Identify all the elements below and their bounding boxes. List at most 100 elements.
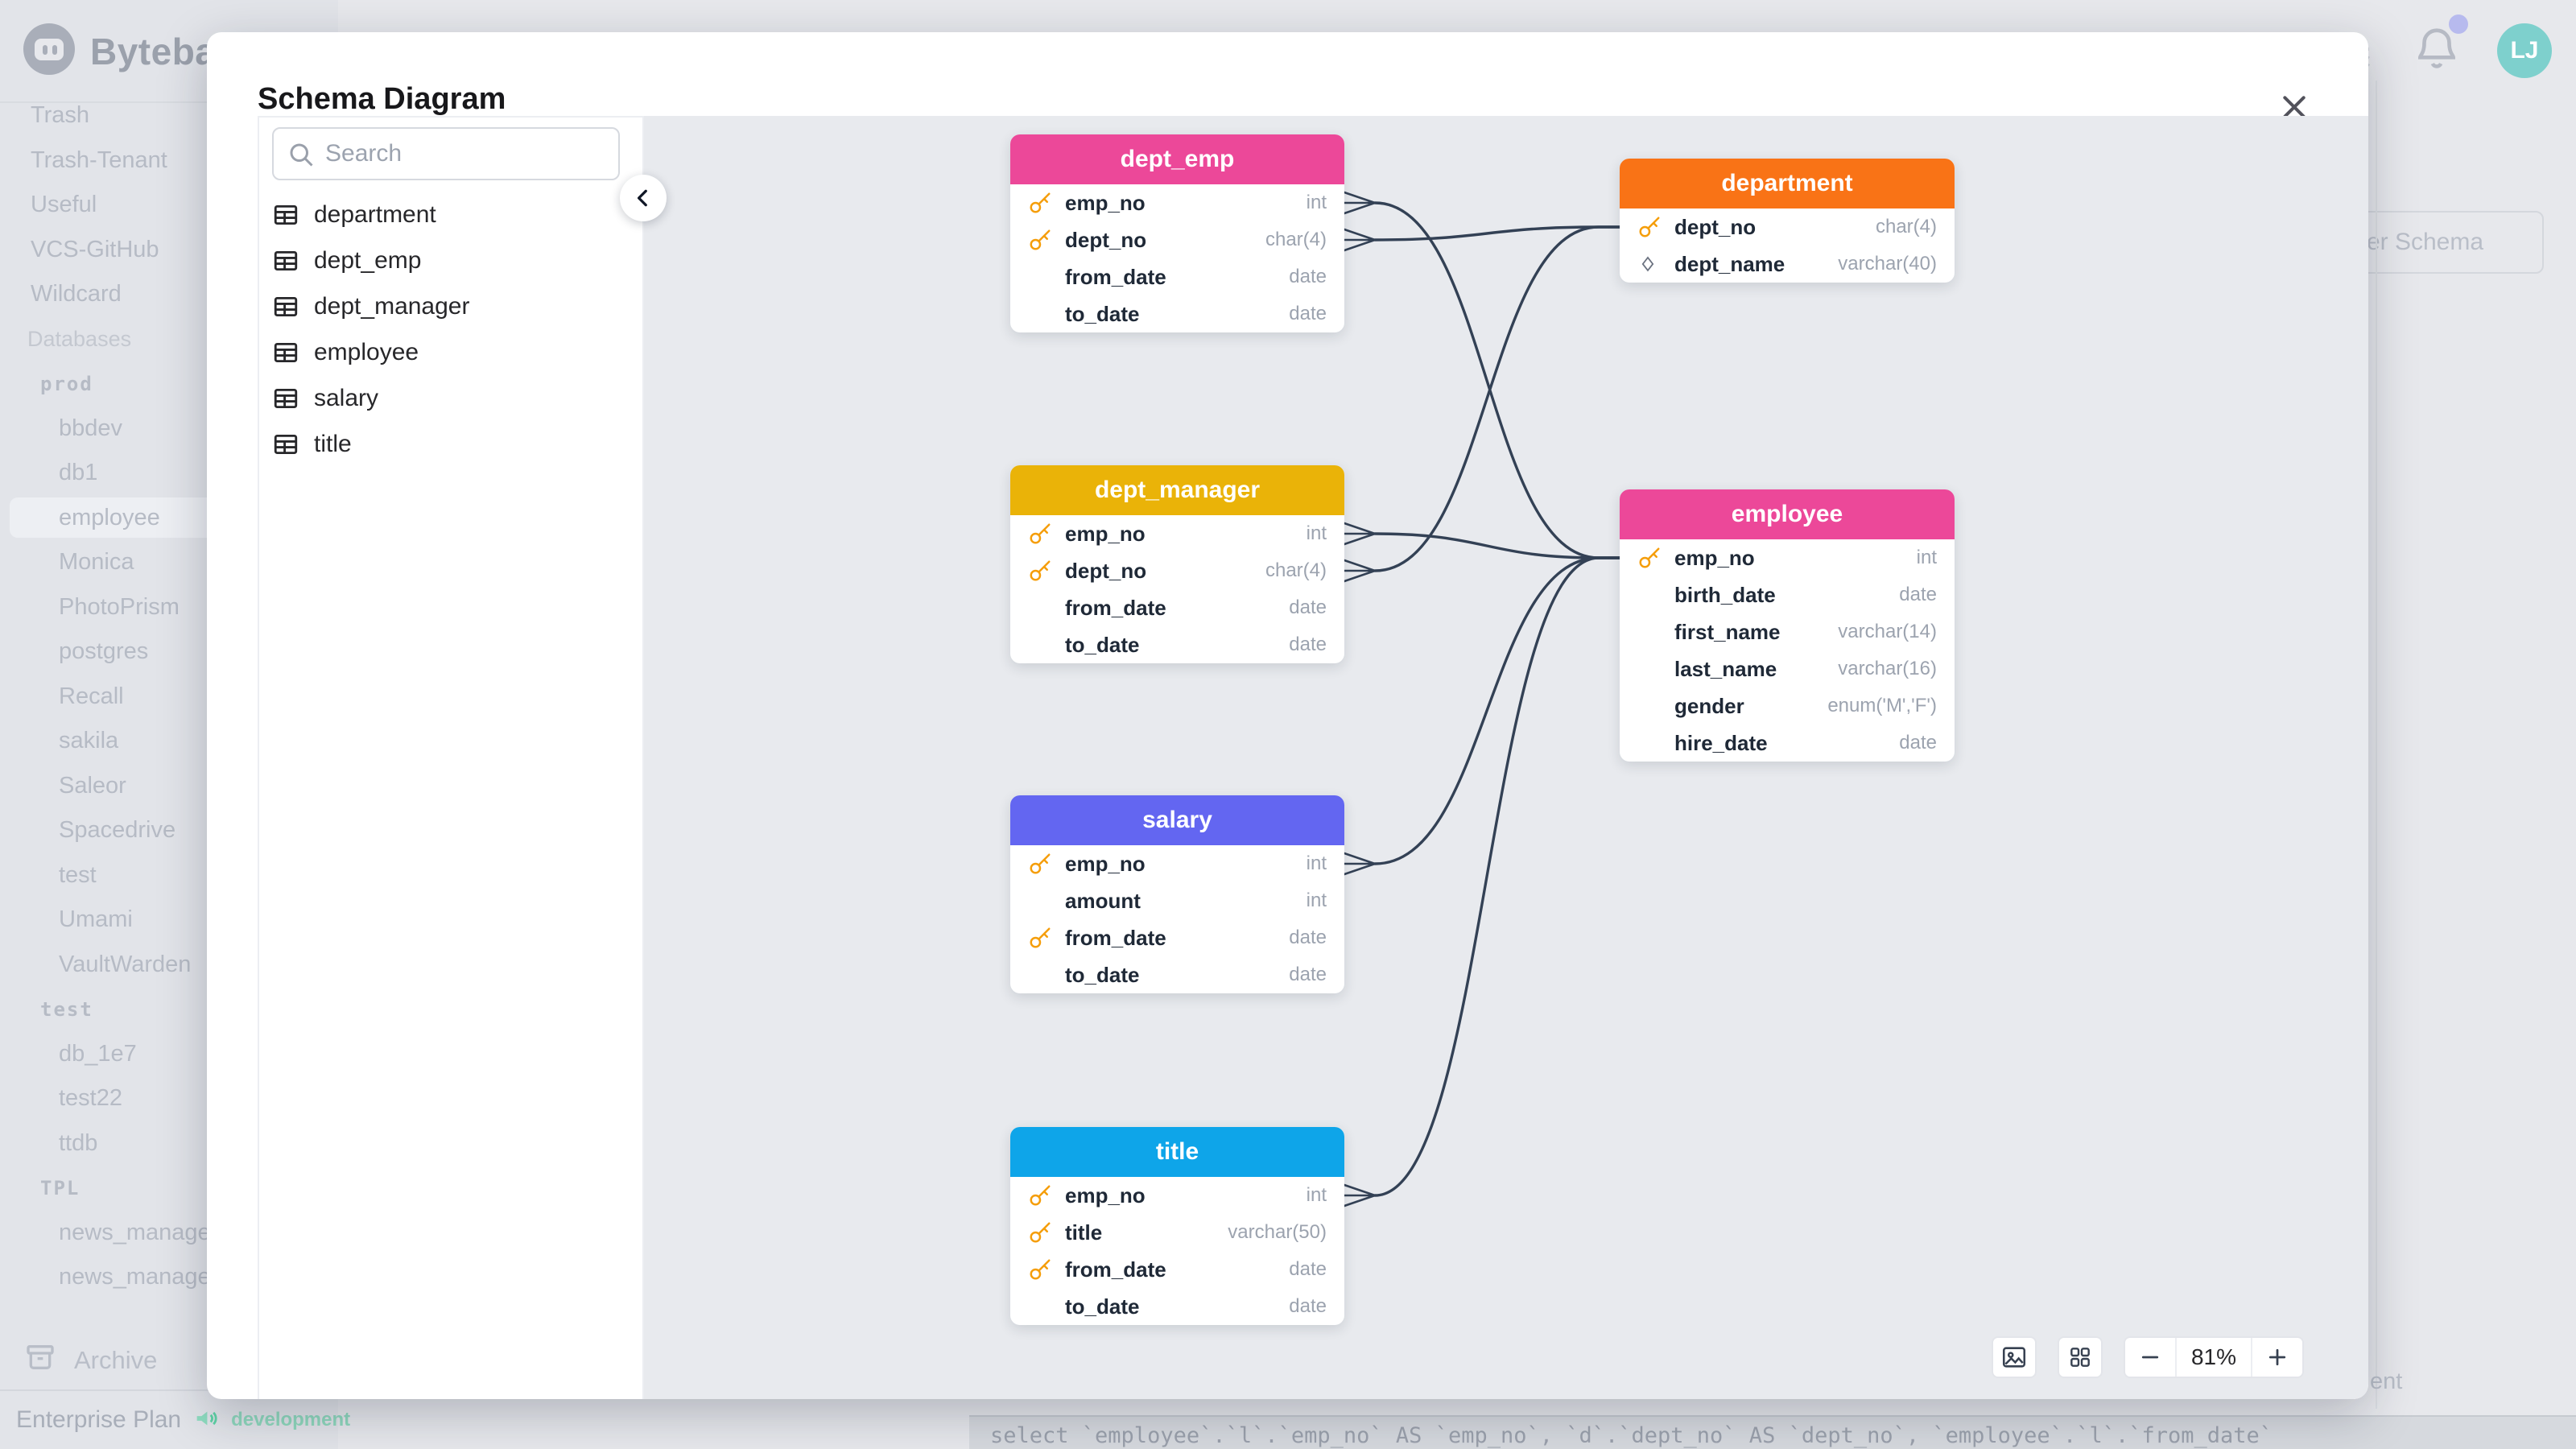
column-type: date [1289, 634, 1327, 655]
column-row-amount: amount int [1010, 882, 1344, 919]
table-list-item-title[interactable]: title [272, 421, 634, 467]
sidebar-item-news-manage[interactable]: news_manage [59, 1219, 211, 1245]
primary-key-icon [1030, 1185, 1051, 1206]
table-card-salary[interactable]: salary emp_no int amount int from_date d… [1010, 795, 1344, 993]
column-name: dept_no [1065, 227, 1147, 252]
column-name: first_name [1674, 619, 1781, 644]
sidebar-item-news-manage[interactable]: news_manage [59, 1264, 211, 1290]
sidebar-item-databases: Databases [27, 326, 132, 351]
sidebar-item-recall[interactable]: Recall [59, 683, 124, 709]
column-type: char(4) [1265, 559, 1327, 581]
sql-editor-bar: select `employee`.`l`.`emp_no` AS `emp_n… [969, 1415, 2576, 1449]
search-icon [287, 140, 316, 173]
column-type: enum('M','F') [1827, 695, 1937, 716]
sidebar-item-trash-tenant[interactable]: Trash-Tenant [31, 147, 167, 173]
column-name: dept_no [1674, 214, 1757, 239]
sidebar-item-archive[interactable]: Archive [24, 1336, 157, 1385]
column-name: title [1065, 1220, 1103, 1245]
column-name: emp_no [1674, 545, 1755, 570]
column-type: char(4) [1875, 216, 1937, 237]
column-name: hire_date [1674, 730, 1768, 755]
primary-key-icon [1030, 229, 1051, 250]
sidebar-item-test22[interactable]: test22 [59, 1085, 122, 1111]
column-type: int [1306, 1184, 1327, 1206]
sidebar-item-umami[interactable]: Umami [59, 906, 133, 932]
column-row-emp_no: emp_no int [1620, 539, 1955, 576]
column-type: date [1899, 732, 1937, 753]
column-name: emp_no [1065, 190, 1146, 215]
sidebar-item-sakila[interactable]: sakila [59, 728, 119, 753]
sidebar-item-ttdb[interactable]: ttdb [59, 1129, 98, 1156]
column-row-from_date: from_date date [1010, 589, 1344, 626]
table-card-title[interactable]: title emp_no int title varchar(50) from_… [1010, 1127, 1344, 1325]
sidebar-item-prod: prod [40, 372, 93, 395]
sidebar-item-employee[interactable]: employee [0, 495, 338, 540]
table-list-item-employee[interactable]: employee [272, 329, 634, 375]
close-icon [2283, 95, 2306, 118]
sidebar-item-monica[interactable]: Monica [59, 549, 134, 575]
table-card-department[interactable]: department dept_no char(4) dept_name var… [1620, 159, 1955, 283]
table-card-title: department [1620, 159, 1955, 208]
sidebar-item-postgres[interactable]: postgres [59, 638, 149, 664]
table-card-dept_emp[interactable]: dept_emp emp_no int dept_no char(4) from… [1010, 134, 1344, 332]
sql-text: select `employee`.`l`.`emp_no` AS `emp_n… [990, 1423, 2273, 1448]
table-icon [274, 388, 298, 408]
sidebar-item-spacedrive[interactable]: Spacedrive [59, 817, 176, 843]
zoom-in-icon [2268, 1348, 2286, 1366]
column-name: dept_no [1065, 558, 1147, 583]
column-row-emp_no: emp_no int [1010, 184, 1344, 221]
bytebase-logo-icon [23, 23, 76, 80]
diagram-canvas[interactable]: 81% dept_emp emp_no int dept_no char(4) … [644, 116, 2368, 1399]
plan-row: Enterprise Plan development [16, 1401, 350, 1439]
column-type: date [1289, 597, 1327, 618]
table-icon [274, 204, 298, 225]
background-text-fragment: ent [2370, 1368, 2403, 1394]
sidebar-item-wildcard[interactable]: Wildcard [31, 281, 122, 307]
layout-grid-icon [2070, 1348, 2090, 1367]
collapse-panel-button[interactable] [620, 175, 667, 221]
sidebar-item-vaultwarden[interactable]: VaultWarden [59, 951, 192, 977]
search-input[interactable] [272, 127, 620, 180]
sidebar-item-saleor[interactable]: Saleor [59, 772, 126, 799]
sidebar-item-photoprism[interactable]: PhotoPrism [59, 593, 180, 620]
column-name: dept_name [1674, 251, 1785, 276]
sidebar-item-vcs-github[interactable]: VCS-GitHub [31, 236, 159, 262]
table-list-item-department[interactable]: department [272, 192, 634, 237]
export-image-button[interactable] [1992, 1336, 2037, 1378]
column-row-emp_no: emp_no int [1010, 1177, 1344, 1214]
column-row-hire_date: hire_date date [1620, 724, 1955, 762]
sidebar-item-bbdev[interactable]: bbdev [59, 415, 123, 441]
column-name: amount [1065, 888, 1141, 913]
primary-key-icon [1030, 1222, 1051, 1243]
sidebar-item-db-1e7[interactable]: db_1e7 [59, 1040, 137, 1067]
zoom-out-button[interactable] [2125, 1338, 2177, 1377]
primary-key-icon [1030, 1259, 1051, 1280]
table-list-item-dept_emp[interactable]: dept_emp [272, 237, 634, 283]
table-icon [274, 250, 298, 270]
table-card-dept_manager[interactable]: dept_manager emp_no int dept_no char(4) … [1010, 465, 1344, 663]
avatar[interactable]: LJ [2497, 23, 2552, 78]
table-list-label: dept_emp [314, 246, 422, 274]
table-list-item-salary[interactable]: salary [272, 375, 634, 421]
close-button[interactable] [2277, 90, 2312, 126]
zoom-in-button[interactable] [2251, 1338, 2302, 1377]
table-icon [274, 342, 298, 362]
sidebar-item-test[interactable]: test [59, 861, 97, 888]
sidebar-item-trash[interactable]: Trash [31, 102, 90, 128]
notifications-button[interactable] [2412, 14, 2468, 78]
table-card-employee[interactable]: employee emp_no int birth_date date firs… [1620, 489, 1955, 762]
column-name: from_date [1065, 595, 1166, 620]
primary-key-icon [1030, 853, 1051, 874]
column-row-to_date: to_date date [1010, 956, 1344, 993]
table-list-item-dept_manager[interactable]: dept_manager [272, 283, 634, 329]
auto-layout-button[interactable] [2058, 1336, 2103, 1378]
divider [0, 101, 338, 103]
sidebar-item-db1[interactable]: db1 [59, 460, 98, 485]
table-list-label: department [314, 200, 436, 228]
column-row-title: title varchar(50) [1010, 1214, 1344, 1251]
environment-badge: development [231, 1409, 351, 1430]
index-icon [1641, 256, 1654, 272]
table-list-panel: department dept_emp dept_manageremployeesa… [258, 116, 644, 1399]
bell-icon [2418, 28, 2455, 68]
sidebar-item-useful[interactable]: Useful [31, 192, 97, 217]
